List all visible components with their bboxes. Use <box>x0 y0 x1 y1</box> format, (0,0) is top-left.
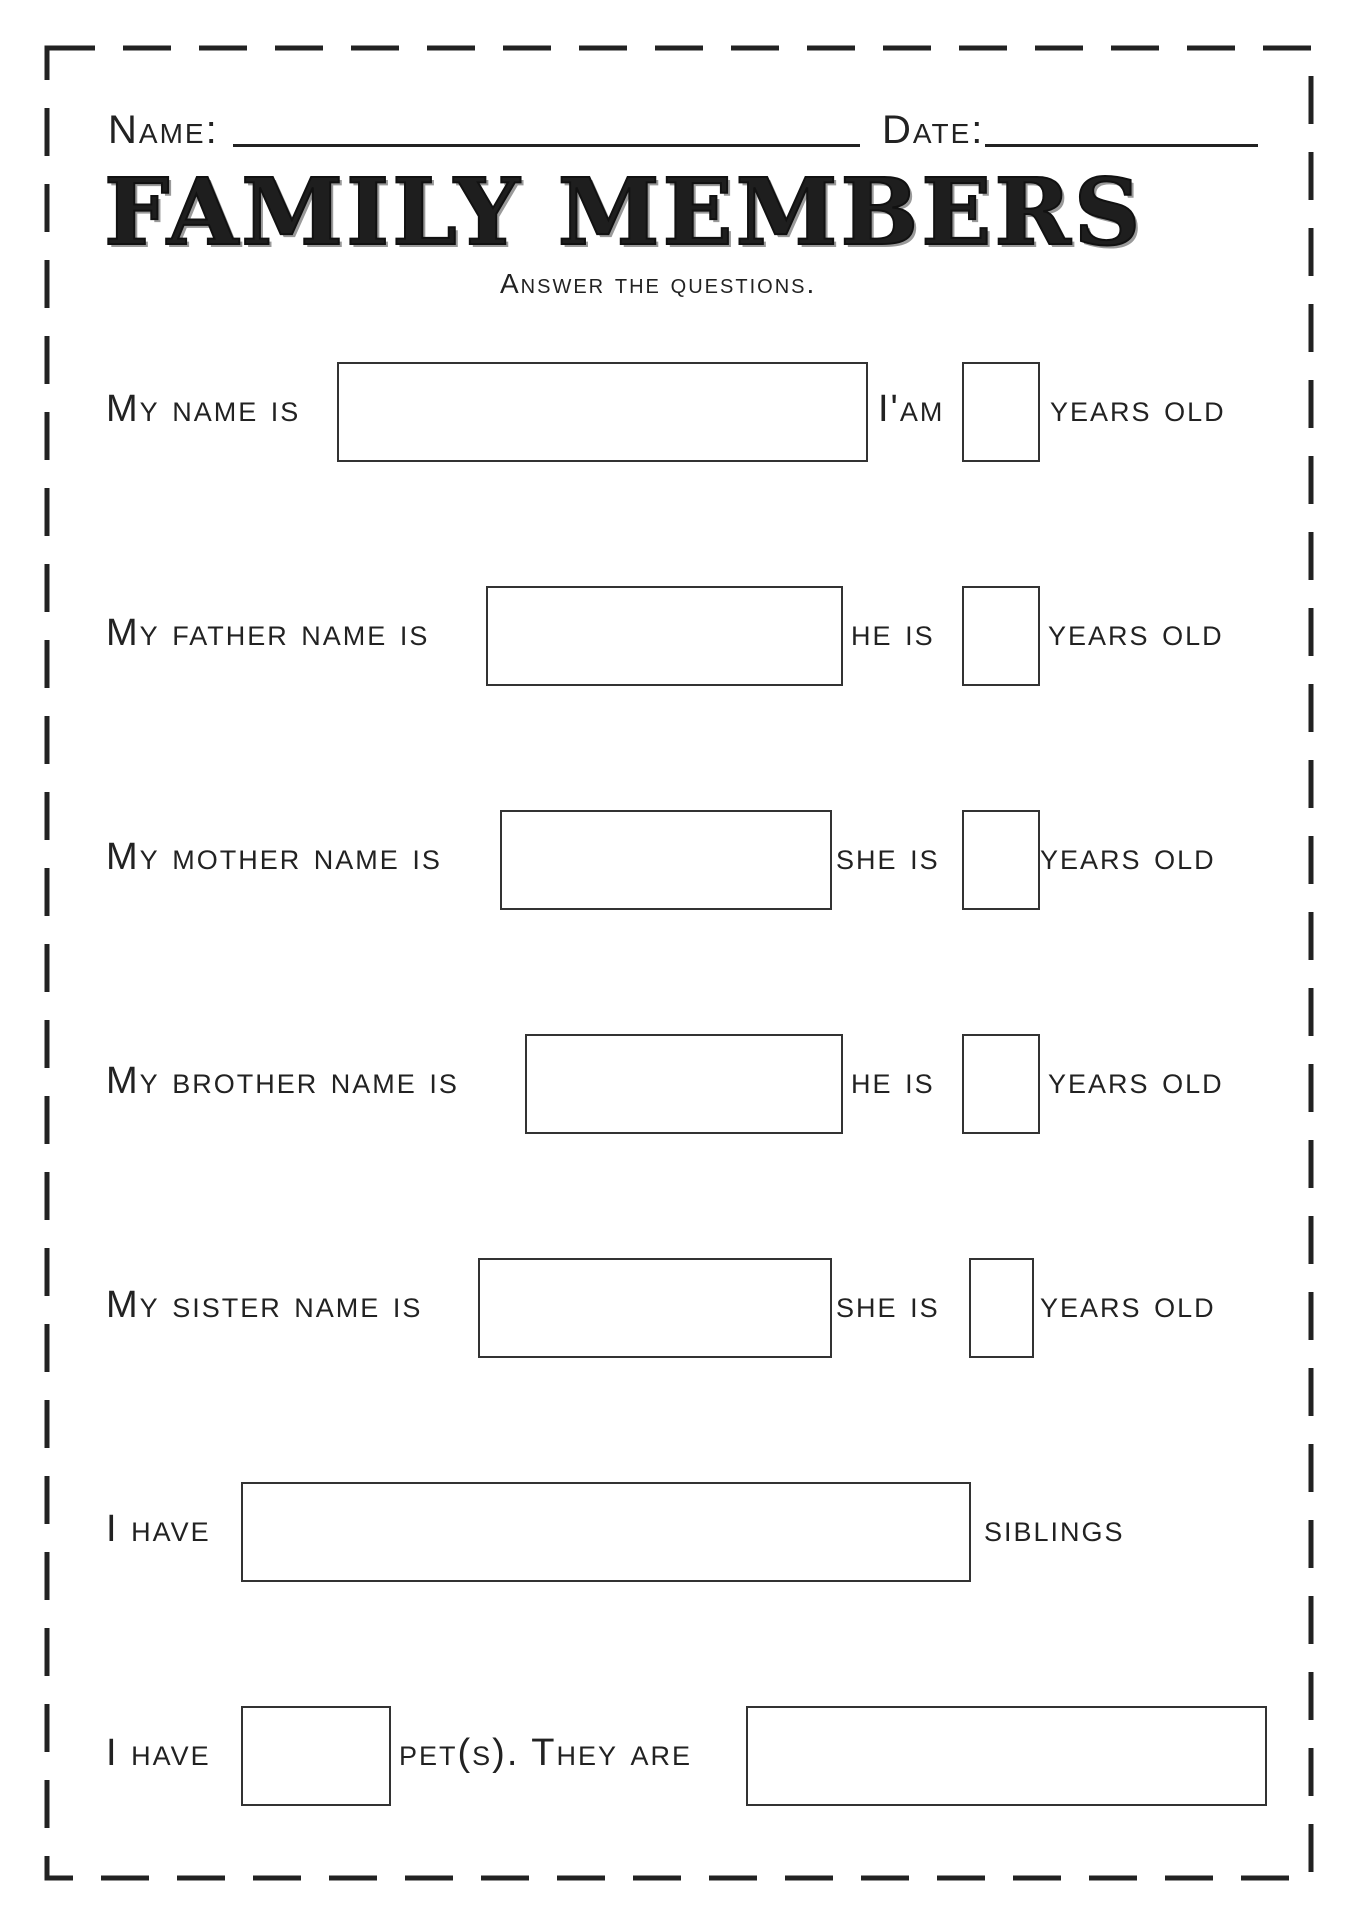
sister-name-box[interactable] <box>478 1258 832 1358</box>
row-label: I have <box>106 1508 211 1550</box>
row-pronoun: he is <box>851 612 935 654</box>
siblings-count-box[interactable] <box>241 1482 971 1582</box>
row-pronoun: I'am <box>878 388 945 430</box>
row-label: My brother name is <box>106 1060 459 1102</box>
row-suffix: years old <box>1040 836 1216 878</box>
page-title: FAMILY MEMBERS <box>103 157 1144 267</box>
row-suffix: siblings <box>984 1508 1125 1550</box>
row-label: My name is <box>106 388 301 430</box>
row-label: I have <box>106 1732 211 1774</box>
name-write-line[interactable] <box>233 144 860 147</box>
row-suffix: years old <box>1040 1284 1216 1326</box>
row-label: My sister name is <box>106 1284 423 1326</box>
date-write-line[interactable] <box>985 144 1258 147</box>
row-label: My father name is <box>106 612 430 654</box>
name-label: Name: <box>108 108 219 152</box>
row-pronoun: she is <box>836 1284 940 1326</box>
my-name-box[interactable] <box>337 362 868 462</box>
row-label: My mother name is <box>106 836 442 878</box>
father-age-box[interactable] <box>962 586 1040 686</box>
row-suffix: years old <box>1048 612 1224 654</box>
my-age-box[interactable] <box>962 362 1040 462</box>
row-suffix: years old <box>1048 1060 1224 1102</box>
mother-name-box[interactable] <box>500 810 832 910</box>
row-suffix: years old <box>1050 388 1226 430</box>
date-label: Date: <box>882 108 985 152</box>
row-middle: pet(s). They are <box>399 1732 693 1774</box>
mother-age-box[interactable] <box>962 810 1040 910</box>
pets-names-box[interactable] <box>746 1706 1267 1806</box>
row-pronoun: he is <box>851 1060 935 1102</box>
brother-name-box[interactable] <box>525 1034 843 1134</box>
sister-age-box[interactable] <box>969 1258 1034 1358</box>
row-pronoun: she is <box>836 836 940 878</box>
pets-count-box[interactable] <box>241 1706 391 1806</box>
instructions: Answer the questions. <box>500 268 817 299</box>
father-name-box[interactable] <box>486 586 843 686</box>
brother-age-box[interactable] <box>962 1034 1040 1134</box>
